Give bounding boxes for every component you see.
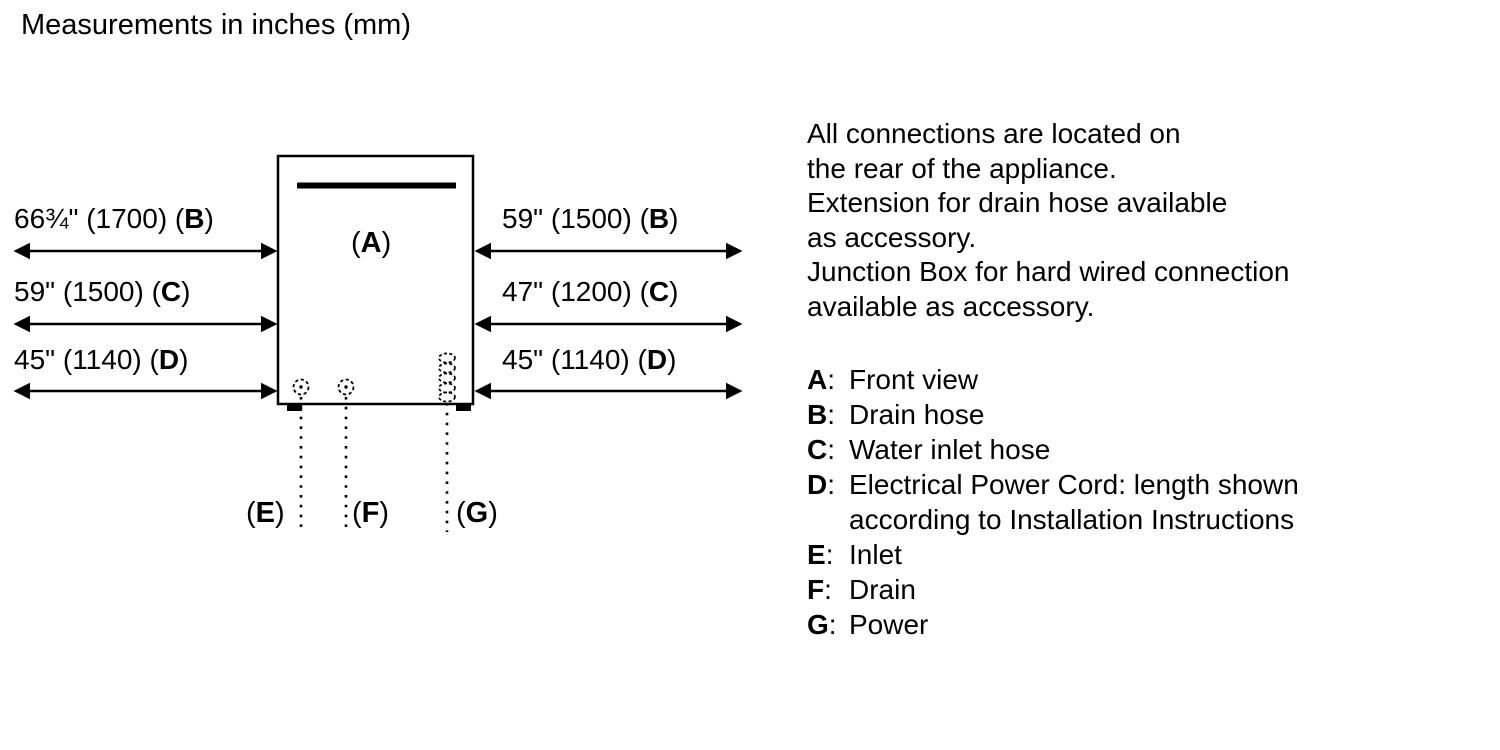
legend-item-e: E: Inlet bbox=[807, 537, 1299, 572]
connection-label-power: (G) bbox=[456, 497, 498, 530]
legend-key: A: bbox=[807, 362, 849, 397]
legend-key-separator: : bbox=[827, 469, 836, 500]
drain-connector-icon bbox=[337, 378, 355, 396]
legend-key: D: bbox=[807, 467, 849, 502]
measurement-label-right-c: 47" (1200) (C) bbox=[502, 276, 678, 308]
inlet-connector-icon bbox=[292, 378, 310, 396]
measurement-label-left-b: 66¾" (1700) (B) bbox=[14, 203, 214, 235]
legend: A: Front view B: Drain hose C: Water inl… bbox=[807, 362, 1299, 642]
legend-key-letter: F bbox=[807, 574, 825, 605]
notes-text: All connections are located on the rear … bbox=[807, 118, 1290, 322]
legend-key-letter: C bbox=[807, 434, 828, 465]
appliance-foot-left bbox=[287, 404, 302, 411]
measurement-suffix: ) bbox=[181, 276, 191, 307]
measurement-key: C bbox=[160, 276, 182, 307]
label-prefix: ( bbox=[456, 497, 466, 529]
legend-key: G: bbox=[807, 607, 849, 642]
legend-key: B: bbox=[807, 397, 849, 432]
legend-key-separator: : bbox=[828, 609, 837, 640]
appliance-front-view-label: (A) bbox=[351, 227, 391, 260]
legend-text: Power bbox=[849, 609, 929, 640]
legend-key-letter: G bbox=[807, 609, 829, 640]
legend-key-separator: : bbox=[827, 364, 836, 395]
connection-label-inlet: (E) bbox=[246, 497, 285, 530]
legend-item-c: C: Water inlet hose bbox=[807, 432, 1299, 467]
legend-item-b: B: Drain hose bbox=[807, 397, 1299, 432]
measurement-value: 59" (1500) ( bbox=[14, 276, 161, 307]
label-suffix: ) bbox=[275, 497, 285, 529]
label-suffix: ) bbox=[488, 497, 498, 529]
measurement-suffix: ) bbox=[667, 344, 677, 375]
measurement-label-left-d: 45" (1140) (D) bbox=[14, 344, 188, 376]
legend-text: Water inlet hose bbox=[849, 434, 1051, 465]
legend-text: Inlet bbox=[849, 539, 902, 570]
legend-key-letter: A bbox=[807, 364, 828, 395]
label-prefix: ( bbox=[351, 227, 361, 259]
measurement-value: 45" (1140) ( bbox=[502, 344, 647, 375]
legend-text: Electrical Power Cord: length shown acco… bbox=[849, 469, 1299, 535]
label-key: G bbox=[465, 497, 489, 529]
diagram-ink bbox=[13, 154, 743, 532]
label-key: E bbox=[255, 497, 276, 529]
legend-text: Front view bbox=[849, 364, 979, 395]
legend-key-letter: E bbox=[807, 539, 826, 570]
label-prefix: ( bbox=[246, 497, 256, 529]
legend-key-separator: : bbox=[827, 399, 836, 430]
legend-text: Drain hose bbox=[849, 399, 985, 430]
measurement-value: 45" (1140) ( bbox=[14, 344, 159, 375]
appliance-foot-right bbox=[456, 404, 471, 411]
legend-key-separator: : bbox=[824, 574, 832, 605]
measurement-suffix: ) bbox=[669, 203, 679, 234]
measurement-value: 47" (1200) ( bbox=[502, 276, 649, 307]
legend-key-separator: : bbox=[825, 539, 834, 570]
label-prefix: ( bbox=[352, 497, 362, 529]
measurement-key: B bbox=[184, 203, 205, 234]
measurement-suffix: ) bbox=[179, 344, 189, 375]
legend-item-a: A: Front view bbox=[807, 362, 1299, 397]
measurement-value: 59" (1500) ( bbox=[502, 203, 649, 234]
appliance-outline bbox=[276, 154, 475, 406]
label-key: F bbox=[361, 497, 380, 529]
page-title: Measurements in inches (mm) bbox=[21, 9, 411, 41]
measurement-key: D bbox=[646, 344, 668, 375]
label-key: A bbox=[360, 227, 382, 259]
label-suffix: ) bbox=[379, 497, 390, 529]
measurement-label-left-c: 59" (1500) (C) bbox=[14, 276, 190, 308]
legend-text: Drain bbox=[849, 574, 916, 605]
legend-item-f: F: Drain bbox=[807, 572, 1299, 607]
legend-item-g: G: Power bbox=[807, 607, 1299, 642]
measurement-label-right-d: 45" (1140) (D) bbox=[502, 344, 676, 376]
power-cord-coil-icon bbox=[438, 352, 456, 403]
legend-key: C: bbox=[807, 432, 849, 467]
measurement-label-right-b: 59" (1500) (B) bbox=[502, 203, 678, 235]
legend-item-d: D: Electrical Power Cord: length shown a… bbox=[807, 467, 1299, 537]
legend-key-letter: D bbox=[807, 469, 828, 500]
legend-key: E: bbox=[807, 537, 849, 572]
measurement-suffix: ) bbox=[669, 276, 679, 307]
legend-key: F: bbox=[807, 572, 849, 607]
label-suffix: ) bbox=[381, 227, 392, 259]
measurement-key: D bbox=[158, 344, 180, 375]
connection-label-drain: (F) bbox=[352, 497, 389, 530]
measurement-value: 66¾" (1700) ( bbox=[14, 203, 185, 234]
legend-key-letter: B bbox=[807, 399, 828, 430]
legend-key-separator: : bbox=[827, 434, 836, 465]
measurement-key: C bbox=[648, 276, 670, 307]
measurement-key: B bbox=[648, 203, 670, 234]
measurement-suffix: ) bbox=[204, 203, 214, 234]
